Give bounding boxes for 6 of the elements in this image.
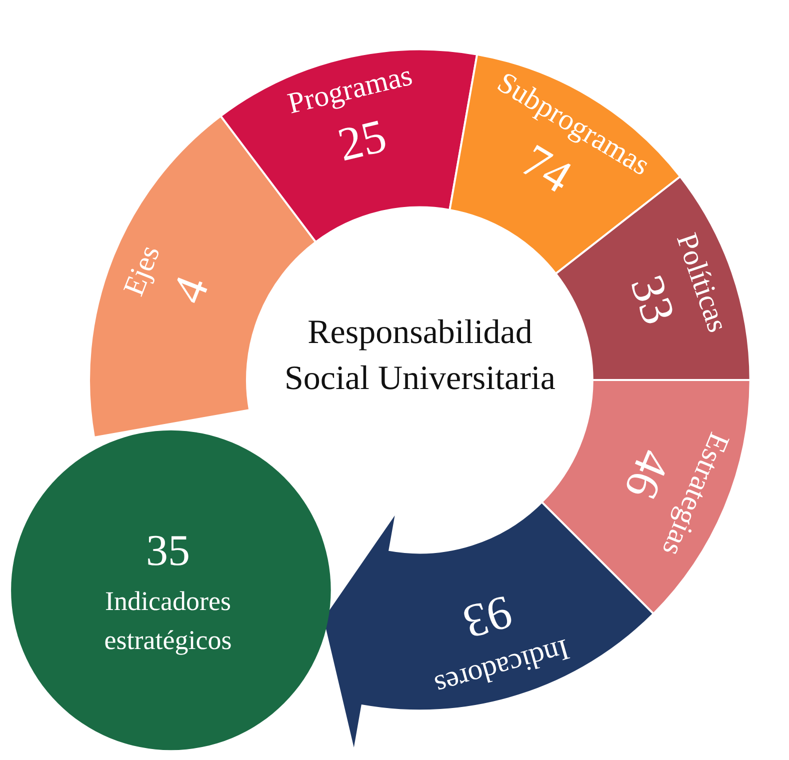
segment-number: 33: [620, 269, 685, 331]
count-number: 35: [145, 525, 191, 577]
circle-label: Indicadores estratégicos: [103, 584, 233, 657]
segment-number: 93: [458, 584, 518, 648]
center-title: Responsabilidad Social Universitaria: [284, 313, 556, 399]
segment-number: 46: [614, 442, 680, 506]
